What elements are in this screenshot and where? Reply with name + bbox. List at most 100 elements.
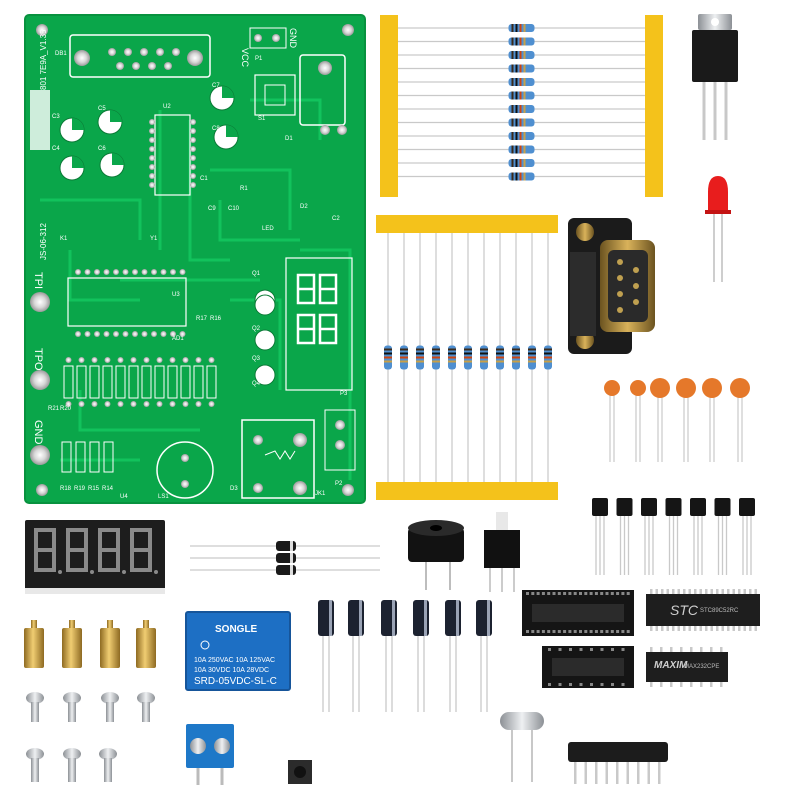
pcb-ref-label: U3 xyxy=(172,292,180,298)
resistor xyxy=(416,345,424,370)
seven-segment-display xyxy=(25,520,165,594)
voltage-regulator xyxy=(692,14,738,140)
pcb-board: 801 7E9A_V1.35 JS-06-312 VCC GND xyxy=(24,14,366,504)
screw xyxy=(26,692,44,722)
electrolytic-capacitors xyxy=(318,600,492,712)
transistor xyxy=(641,498,657,575)
pcb-ref-label: LED xyxy=(262,226,274,232)
pcb-ref-label: C5 xyxy=(98,106,106,112)
relay-rating-2: 10A 30VDC 10A 28VDC xyxy=(194,667,269,674)
brass-standoff xyxy=(136,620,156,668)
pcb-ref-label: R17 xyxy=(196,316,208,322)
transistor xyxy=(690,498,706,575)
ic-max232: MAXIM MAX232CPE xyxy=(646,647,728,687)
resistor-strip-vertical xyxy=(376,215,558,500)
diode xyxy=(190,541,380,551)
screw-terminal-block xyxy=(186,724,234,785)
ceramic-capacitor xyxy=(630,380,646,462)
ceramic-capacitor xyxy=(650,378,670,462)
resistor xyxy=(384,345,392,370)
relay-rating-1: 10A 250VAC 10A 125VAC xyxy=(194,657,275,664)
screw xyxy=(63,748,81,782)
pcb-ref-label: C6 xyxy=(98,146,106,152)
resistor xyxy=(508,132,535,140)
electrolytic-capacitor xyxy=(413,600,429,712)
pcb-ref-label: Q1 xyxy=(252,271,261,277)
pcb-model-text: 801 7E9A_V1.35 xyxy=(39,29,48,90)
db9-connector xyxy=(568,218,655,354)
pcb-ref-label: C8 xyxy=(212,126,220,132)
resistor xyxy=(508,172,535,181)
pcb-ref-label: K1 xyxy=(60,236,68,242)
screws xyxy=(26,692,155,782)
pcb-ref-label: D3 xyxy=(230,486,238,492)
resistor xyxy=(400,345,408,370)
pcb-ref-label: D2 xyxy=(300,204,308,210)
pcb-ref-label: R14 xyxy=(102,486,114,492)
transistor xyxy=(714,498,731,575)
resistor xyxy=(508,64,535,73)
resistor xyxy=(508,145,535,154)
pin-label-tpi: TPI xyxy=(32,272,44,289)
pcb-ref-label: Q3 xyxy=(252,356,261,362)
seven-seg-digit xyxy=(34,528,62,574)
pcb-ref-label: D1 xyxy=(285,136,293,142)
pcb-ref-label: C7 xyxy=(212,83,220,89)
pcb-ref-label: P2 xyxy=(335,481,343,487)
ic-stc-brand: STC xyxy=(670,602,699,618)
ceramic-capacitor xyxy=(730,378,750,462)
pin-label-tpo: TPO xyxy=(32,348,44,371)
pcb-ref-label: C1 xyxy=(200,176,208,182)
pcb-ref-label: R18 xyxy=(60,486,72,492)
screw xyxy=(26,748,44,782)
pcb-ref-label: Q2 xyxy=(252,326,261,332)
brass-standoff xyxy=(62,620,82,668)
pcb-ref-label: R15 xyxy=(88,486,100,492)
resistor xyxy=(464,345,472,370)
diode xyxy=(190,565,380,575)
relay-model: SRD-05VDC-SL-C xyxy=(194,676,277,687)
screw xyxy=(137,692,155,722)
pcb-ref-label: C4 xyxy=(52,146,60,152)
pcb-ref-label: C10 xyxy=(228,206,240,212)
pcb-ref-label: R21 xyxy=(48,406,60,412)
pcb-ref-label: AD1 xyxy=(172,336,184,342)
resistor-strip-top xyxy=(380,15,663,197)
resistor xyxy=(508,24,535,32)
screw xyxy=(63,692,81,722)
seven-seg-digit xyxy=(98,528,126,574)
resistor xyxy=(508,118,535,127)
ceramic-capacitor xyxy=(702,378,722,462)
pcb-ref-label: LS1 xyxy=(158,494,169,500)
pcb-date-text: JS-06-312 xyxy=(39,223,48,260)
pcb-ref-label: S1 xyxy=(258,116,266,122)
diode xyxy=(190,553,380,563)
resistor xyxy=(508,91,535,100)
ic-socket-large xyxy=(522,590,634,636)
pcb-ref-label: C2 xyxy=(332,216,340,222)
pcb-ref-label: R19 xyxy=(74,486,86,492)
pcb-ref-label: Y1 xyxy=(150,236,158,242)
crystal-oscillator xyxy=(500,712,544,782)
electrolytic-capacitor xyxy=(318,600,334,712)
electrolytic-capacitor xyxy=(445,600,461,712)
pcb-ref-label: Q4 xyxy=(252,381,261,387)
relay: SONGLE 10A 250VAC 10A 125VAC 10A 30VDC 1… xyxy=(185,611,291,691)
screw xyxy=(101,692,119,722)
ic-stc-microcontroller: STC STC89C52RC xyxy=(646,589,760,631)
pcb-ref-label: P1 xyxy=(255,56,263,62)
pcb-ref-label: P3 xyxy=(340,391,348,397)
relay-brand: SONGLE xyxy=(215,624,258,635)
ic-stc-subtitle: STC89C52RC xyxy=(700,608,739,614)
resistor xyxy=(496,345,504,370)
pcb-ref-label: R1 xyxy=(240,186,248,192)
brass-standoffs xyxy=(24,620,156,668)
db9-footprint xyxy=(69,34,211,78)
buzzer xyxy=(408,520,464,590)
transistor xyxy=(616,498,633,575)
electrolytic-capacitor xyxy=(348,600,364,712)
pcb-ref-label: U2 xyxy=(163,104,171,110)
resistor xyxy=(508,37,535,46)
header-label-vcc: VCC xyxy=(240,48,250,68)
ic-max-brand: MAXIM xyxy=(654,660,688,671)
